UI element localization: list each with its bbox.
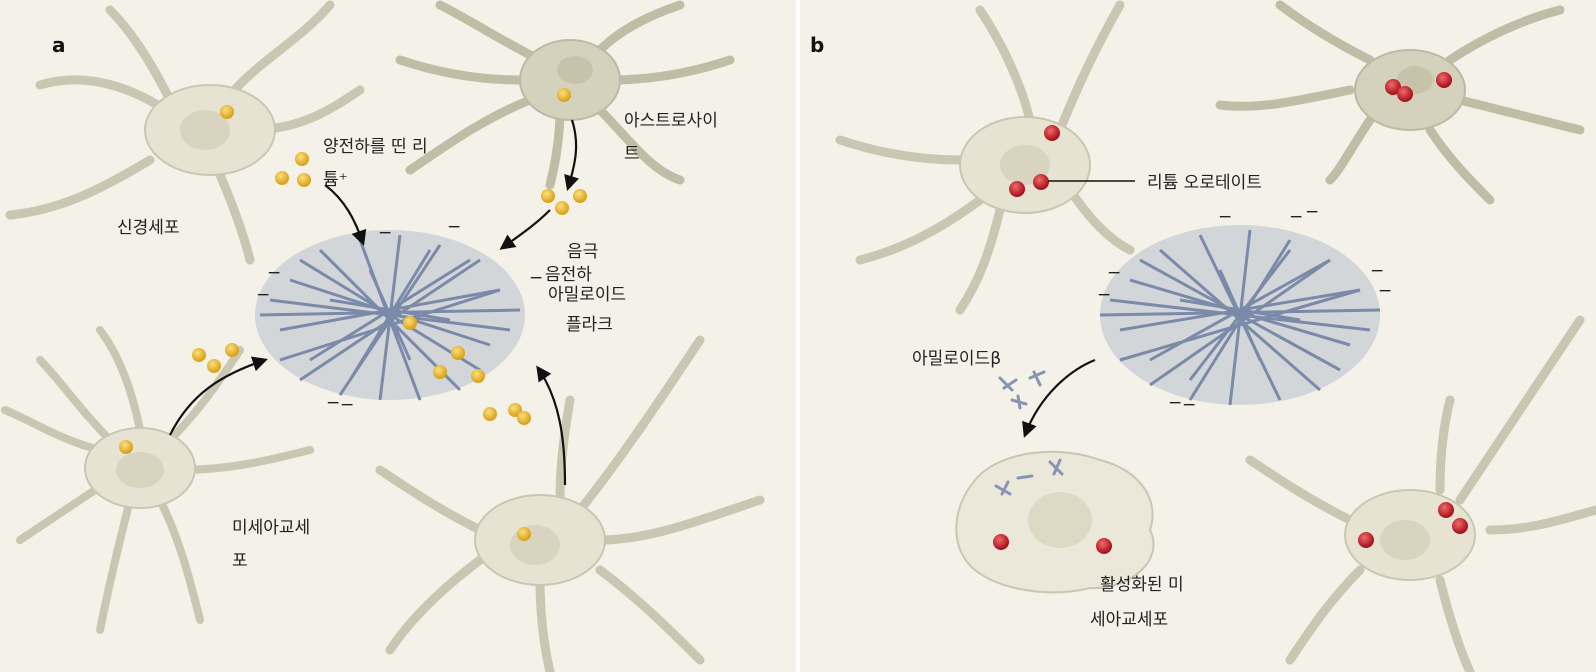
lithium-ion <box>297 173 311 187</box>
arrow <box>536 365 567 486</box>
label-lithium-orotate: 리튬 오로테이트 <box>1147 173 1262 193</box>
lithium-ion <box>517 411 531 425</box>
arrow <box>324 184 367 246</box>
label-positive-lithium-line1: 양전하를 띤 리 <box>323 137 428 157</box>
lithium-ion <box>275 171 289 185</box>
lithium-ion <box>471 369 485 383</box>
lithium-orotate-molecule <box>1452 518 1468 534</box>
lithium-ion <box>451 346 465 360</box>
negative-charge: − <box>1370 261 1384 281</box>
lithium-orotate-molecule <box>1033 174 1049 190</box>
negative-charge: − <box>529 268 543 288</box>
label-astrocyte-line2: 트 <box>624 144 640 164</box>
lithium-orotate-b <box>993 72 1468 554</box>
lithium-orotate-molecule <box>1009 181 1025 197</box>
negative-charge: − <box>378 223 392 243</box>
negative-charge: − <box>1218 207 1232 227</box>
negative-charge: − <box>1107 263 1121 283</box>
plaque-negative-charges-a: − − − − − − − <box>256 217 543 415</box>
lithium-ion <box>295 152 309 166</box>
negative-charge: − <box>1168 393 1182 413</box>
lithium-ion <box>225 343 239 357</box>
lithium-ion <box>541 189 555 203</box>
lithium-ion <box>433 365 447 379</box>
lithium-ion <box>207 359 221 373</box>
astrocyte-top <box>395 0 735 190</box>
label-amyloid-plaque-line2: 플라크 <box>566 315 613 335</box>
astrocyte-nucleus <box>557 56 593 84</box>
neuron-bottom-right-b <box>1245 315 1596 672</box>
label-neuron: 신경세포 <box>117 218 180 238</box>
arrow <box>1022 358 1096 438</box>
arrow <box>564 119 579 191</box>
lithium-ion <box>555 201 569 215</box>
negative-charge: − <box>340 395 354 415</box>
label-positive-lithium-line2: 튬⁺ <box>323 170 348 190</box>
negative-charge: − <box>447 217 461 237</box>
lithium-ion <box>119 440 133 454</box>
neuron-nucleus <box>510 525 560 565</box>
lithium-orotate-molecule <box>1044 125 1060 141</box>
label-amyloid-plaque-line1: 아밀로이드 <box>548 285 626 305</box>
negative-charge: − <box>1305 202 1319 222</box>
lithium-orotate-molecule <box>1436 72 1452 88</box>
microglia-nucleus <box>116 452 164 488</box>
panel-label-b: b <box>810 33 824 57</box>
lithium-ion <box>483 407 497 421</box>
lithium-orotate-molecule <box>1096 538 1112 554</box>
panel-label-a: a <box>52 33 66 57</box>
label-negative-line2: 음전하 <box>545 265 592 285</box>
microglia-bottom-left <box>1 326 314 634</box>
negative-charge: − <box>326 393 340 413</box>
negative-charge: − <box>1378 281 1392 301</box>
lithium-ion <box>508 403 522 417</box>
lithium-ions-a <box>119 88 587 541</box>
arrows-a <box>169 119 579 486</box>
arrow <box>499 209 551 250</box>
lithium-orotate-molecule <box>1397 86 1413 102</box>
lithium-orotate-molecule <box>1358 532 1374 548</box>
panel-b: − − − − − − − − − <box>810 0 1596 672</box>
negative-charge: − <box>1097 285 1111 305</box>
neuron-top-b <box>835 0 1135 315</box>
negative-charge: − <box>267 263 281 283</box>
neuron-bottom-right-a <box>375 335 765 672</box>
lithium-orotate-molecule <box>1438 502 1454 518</box>
lithium-orotate-molecule <box>993 534 1009 550</box>
neuron-nucleus <box>180 110 230 150</box>
label-activated-microglia-line1: 활성화된 미 <box>1100 575 1184 595</box>
neuron-nucleus <box>1380 520 1430 560</box>
plaque-negative-charges-b: − − − − − − − − − <box>1097 202 1392 415</box>
amyloid-beta-fragments <box>994 370 1064 496</box>
negative-charge: − <box>256 285 270 305</box>
lithium-ion <box>192 348 206 362</box>
lithium-orotate-molecule <box>1385 79 1401 95</box>
arrow <box>169 356 268 436</box>
label-microglia-line2: 포 <box>232 551 248 571</box>
label-activated-microglia-line2: 세아교세포 <box>1090 610 1168 630</box>
lithium-ion <box>573 189 587 203</box>
negative-charge: − <box>1182 395 1196 415</box>
lithium-ion <box>220 105 234 119</box>
panel-a: − − − − − − − <box>1 0 765 672</box>
negative-charge: − <box>1289 207 1303 227</box>
label-astrocyte-line1: 아스트로사이 <box>624 111 718 131</box>
lithium-ion <box>517 527 531 541</box>
lithium-ion <box>557 88 571 102</box>
activated-microglia-nucleus <box>1028 492 1092 548</box>
label-negative-line1: 음극 <box>567 242 598 262</box>
lithium-ion <box>403 316 417 330</box>
label-amyloid-beta: 아밀로이드β <box>912 349 1001 369</box>
astrocyte-top-right <box>1215 0 1585 205</box>
amyloid-plaque-b <box>1099 225 1381 406</box>
label-microglia-line1: 미세아교세 <box>232 518 310 538</box>
